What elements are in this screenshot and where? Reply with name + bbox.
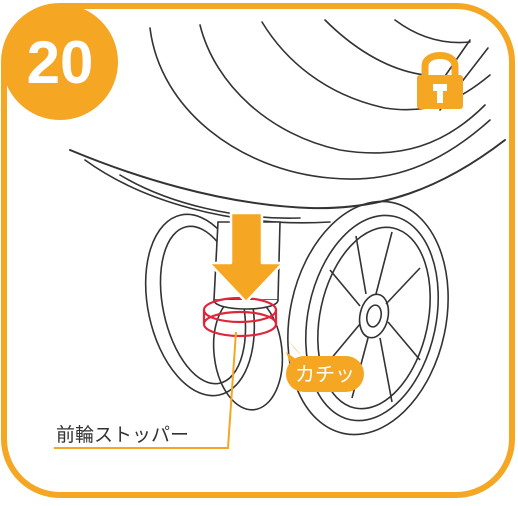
stroller-body — [69, 19, 506, 224]
front-wheel-stopper — [202, 296, 278, 338]
panel-frame — [1, 3, 515, 498]
step-number: 20 — [27, 29, 94, 96]
part-leader — [54, 331, 237, 449]
click-sound-callout: カチッ — [286, 338, 364, 392]
padlock-icon — [417, 52, 463, 109]
rear-wheel-right — [287, 200, 449, 436]
press-down-arrow — [207, 211, 285, 304]
step-badge: 20 — [2, 4, 118, 120]
part-label: 前輪ストッパー — [56, 424, 189, 446]
click-sound-label: カチッ — [295, 364, 355, 386]
